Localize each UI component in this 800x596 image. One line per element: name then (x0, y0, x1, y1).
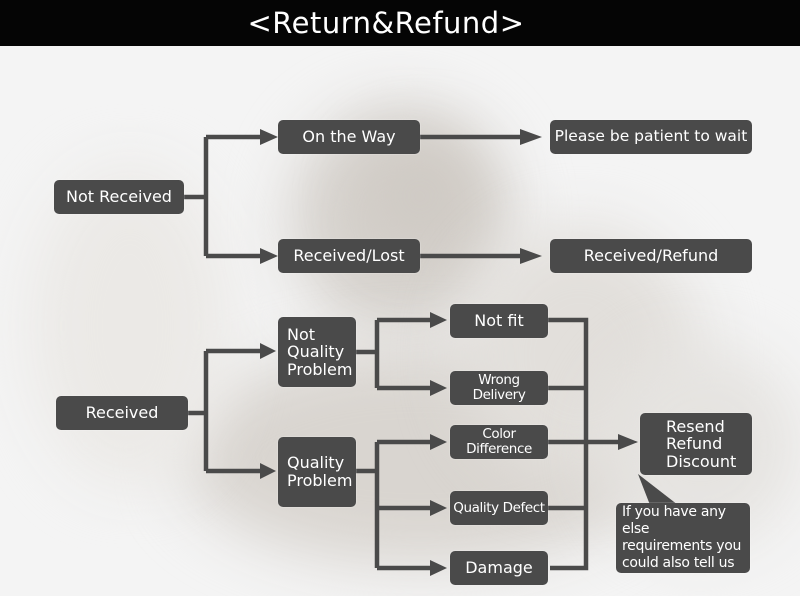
arrowhead-on-the-way (260, 129, 278, 145)
arrowhead-resend (618, 434, 638, 450)
node-please-wait: Please be patient to wait (550, 120, 752, 154)
arrowhead-not-quality (260, 343, 276, 359)
node-wrong-delivery: Wrong Delivery (450, 371, 548, 405)
node-damage: Damage (450, 551, 548, 585)
node-received-lost: Received/Lost (278, 239, 420, 273)
connector-received (188, 351, 209, 471)
node-quality-defect: Quality Defect (450, 491, 548, 525)
arrowhead-damage (430, 560, 447, 576)
note-bubble-tail (638, 474, 678, 505)
connector-not-received (184, 137, 209, 256)
node-received-refund: Received/Refund (550, 239, 752, 273)
arrowhead-received-lost (260, 248, 278, 264)
arrowhead-please-wait (520, 129, 542, 145)
arrowhead-received-refund (520, 248, 542, 264)
node-resend-refund-discount: Resend Refund Discount (640, 413, 752, 475)
connector-merge (548, 317, 620, 571)
node-not-quality-problem: Not Quality Problem (278, 317, 356, 387)
arrowhead-wrong-delivery (430, 380, 447, 396)
connector-not-quality-split (356, 320, 380, 388)
node-color-difference: Color Difference (450, 425, 548, 459)
node-received: Received (56, 396, 188, 430)
node-not-received: Not Received (54, 180, 184, 214)
note-bubble: If you have any else requirements you co… (616, 503, 750, 573)
arrowhead-color-difference (430, 434, 447, 450)
header-bar: <Return&Refund> (0, 0, 800, 46)
connector-quality-split (356, 442, 380, 568)
arrowhead-quality (260, 463, 276, 479)
arrowhead-not-fit (430, 312, 447, 328)
node-on-the-way: On the Way (278, 120, 420, 154)
node-not-fit: Not fit (450, 304, 548, 338)
page-title: <Return&Refund> (247, 6, 525, 40)
arrowhead-quality-defect (430, 500, 447, 516)
node-quality-problem: Quality Problem (278, 437, 356, 507)
